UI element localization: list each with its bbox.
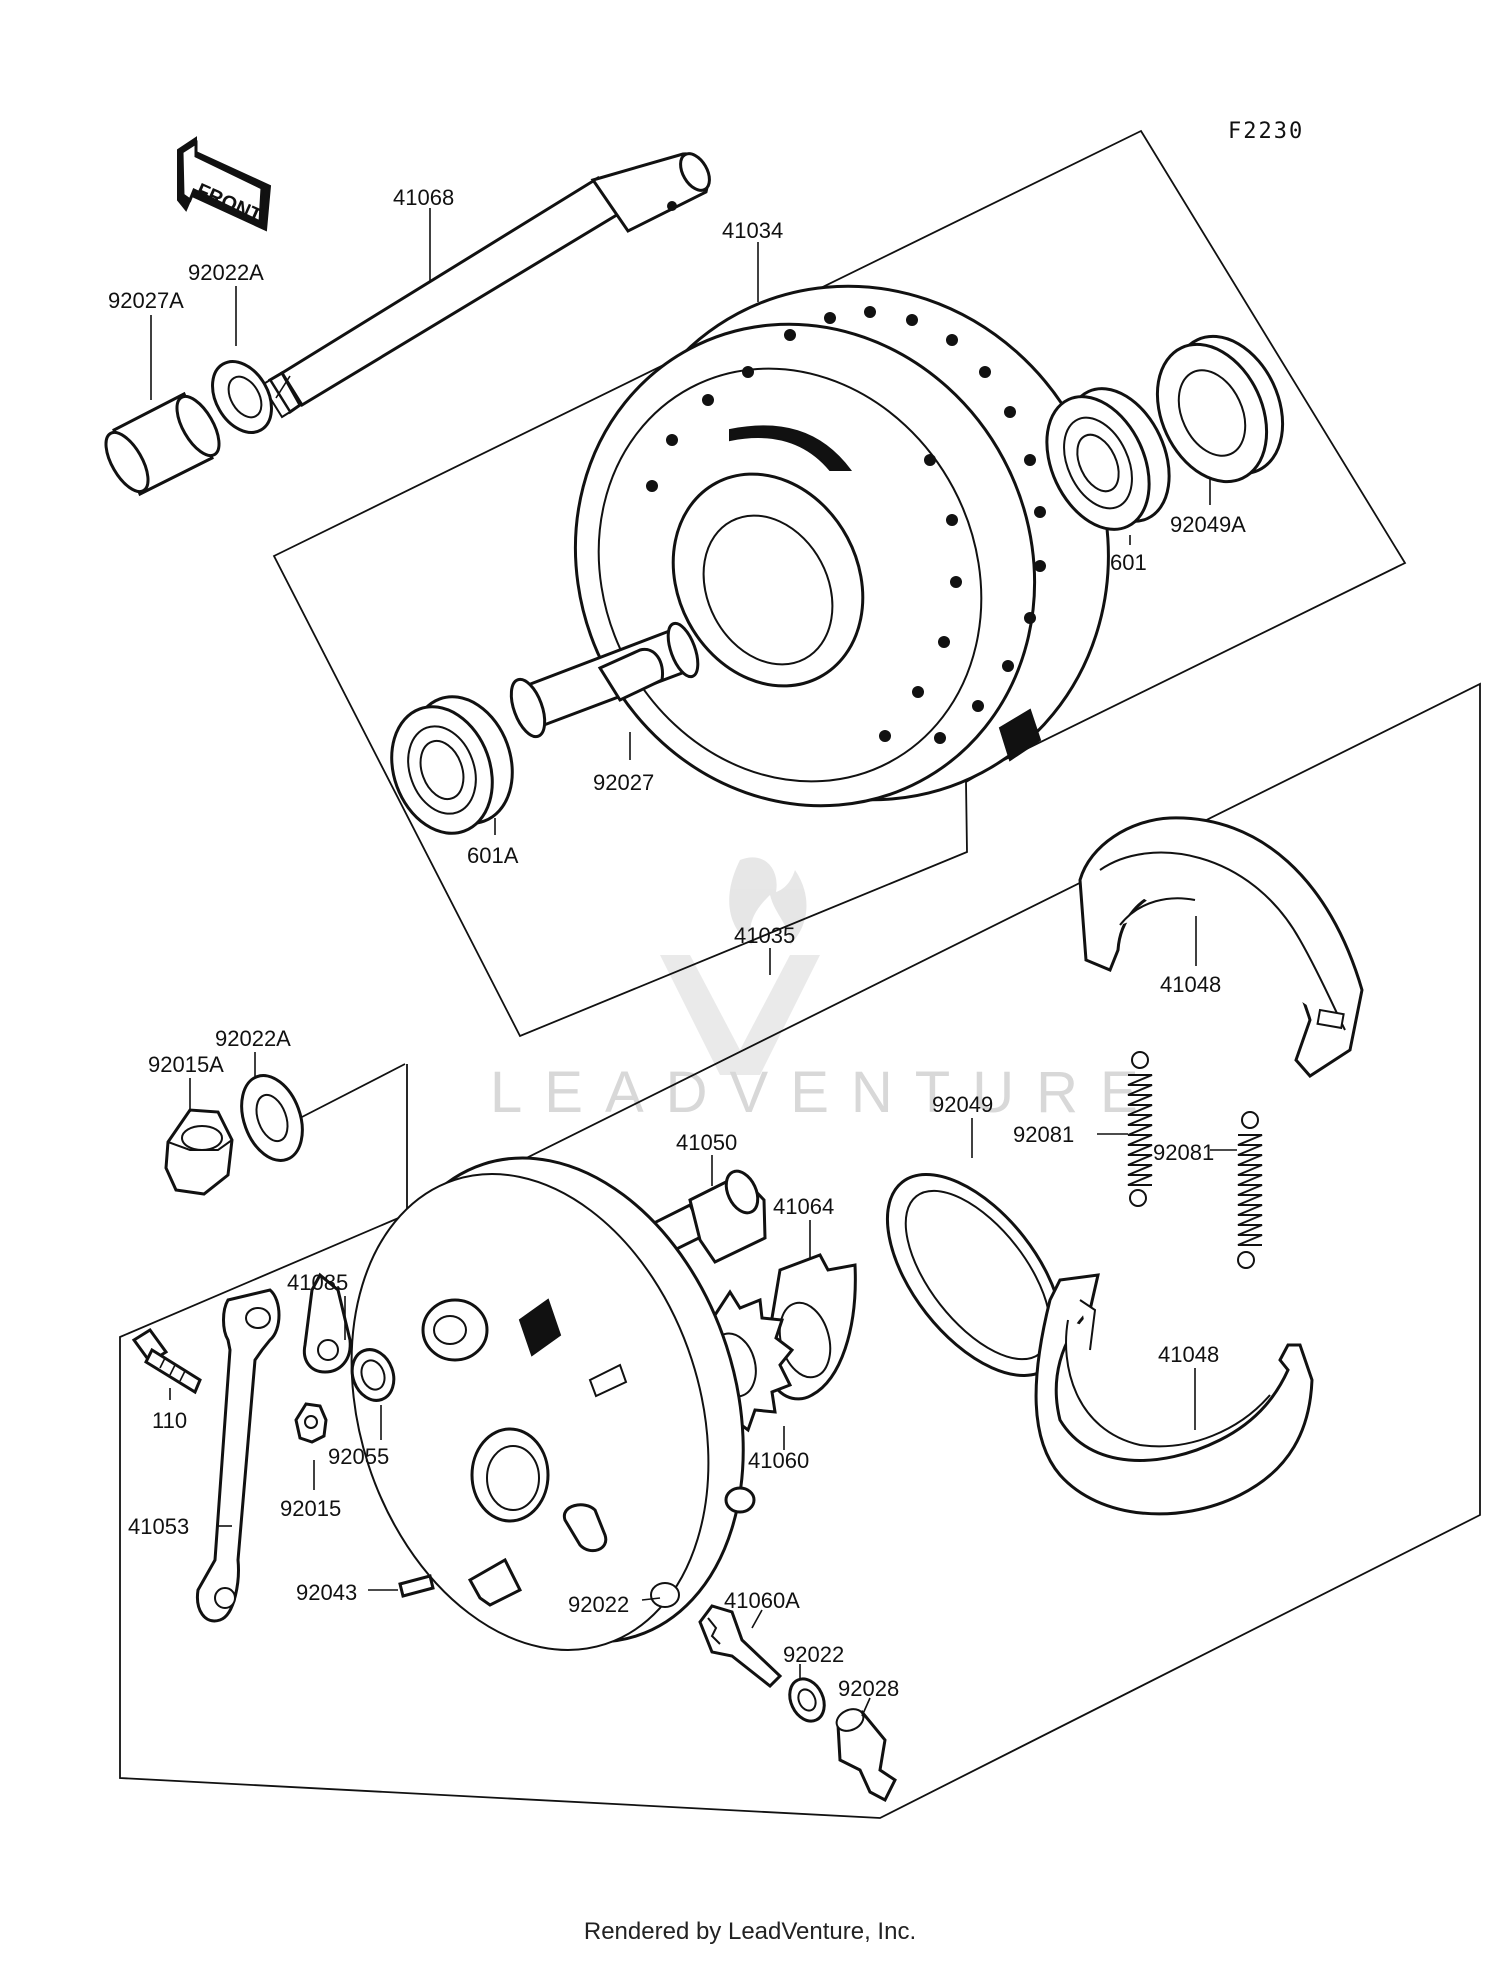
label-92081-right: 92081 xyxy=(1153,1140,1214,1165)
ring-92055 xyxy=(350,1348,396,1402)
label-92022A-top: 92022A xyxy=(188,260,264,285)
figure-code: F2230 xyxy=(1228,119,1304,144)
nut-92015A xyxy=(164,1108,234,1196)
spring-92081-right xyxy=(1237,1111,1263,1269)
pinion-41060A xyxy=(698,1604,783,1689)
washer-92022 xyxy=(788,1677,826,1723)
label-41035: 41035 xyxy=(734,923,795,948)
label-41048-top: 41048 xyxy=(1160,972,1221,997)
nut-dash-line xyxy=(299,1063,406,1119)
hub-spoke-holes xyxy=(646,306,1046,744)
brake-panel xyxy=(350,1156,756,1651)
label-92049: 92049 xyxy=(932,1092,993,1117)
watermark-text: LEADVENTURE xyxy=(490,1060,1161,1125)
label-41050: 41050 xyxy=(676,1130,737,1155)
bearing-601 xyxy=(1045,387,1171,531)
spacer-92027 xyxy=(509,621,700,739)
hub-41034 xyxy=(573,284,1110,808)
axle-41068 xyxy=(260,152,711,419)
brake-shoe-41048-bottom xyxy=(1034,1273,1314,1516)
label-92055: 92055 xyxy=(328,1444,389,1469)
label-601: 601 xyxy=(1110,550,1147,575)
label-41048-bottom: 41048 xyxy=(1158,1342,1219,1367)
footer-credit: Rendered by LeadVenture, Inc. xyxy=(583,1918,917,1945)
label-92027A: 92027A xyxy=(108,288,184,313)
lever-41053 xyxy=(195,1288,281,1623)
label-92049A: 92049A xyxy=(1170,512,1246,537)
bearing-601A xyxy=(390,695,514,835)
label-41060: 41060 xyxy=(748,1448,809,1473)
label-41060A: 41060A xyxy=(724,1588,800,1613)
label-41064: 41064 xyxy=(773,1194,834,1219)
label-92043: 92043 xyxy=(296,1580,357,1605)
washer-92022A-bottom xyxy=(240,1074,304,1162)
seal-92049A xyxy=(1155,334,1285,484)
brake-shoe-41048-top xyxy=(1078,816,1364,1078)
front-arrow-icon: FRONT xyxy=(177,136,272,232)
washer-92022A-top xyxy=(211,360,273,434)
label-41085: 41085 xyxy=(287,1270,348,1295)
label-92022A-bottom: 92022A xyxy=(215,1026,291,1051)
label-92015A: 92015A xyxy=(148,1052,224,1077)
collar-92027A xyxy=(104,391,221,497)
spring-92081-left xyxy=(1127,1051,1153,1207)
pin-92043 xyxy=(398,1574,435,1598)
label-92015: 92015 xyxy=(280,1496,341,1521)
label-92028: 92028 xyxy=(838,1676,899,1701)
label-110: 110 xyxy=(152,1408,187,1433)
nut-92015 xyxy=(294,1402,328,1444)
label-41034: 41034 xyxy=(722,218,783,243)
watermark-logo xyxy=(660,857,820,1075)
label-92022-a: 92022 xyxy=(568,1592,629,1617)
plate-41085 xyxy=(302,1272,352,1374)
label-92081-left: 92081 xyxy=(1013,1122,1074,1147)
part-labels: 41068 41034 92022A 92027A 601 92049A 920… xyxy=(108,185,1246,1701)
leader-lines xyxy=(150,208,1237,1717)
label-41068: 41068 xyxy=(393,185,454,210)
label-92022-b: 92022 xyxy=(783,1642,844,1667)
label-601A: 601A xyxy=(467,843,519,868)
label-41053: 41053 xyxy=(128,1514,189,1539)
bolt-110 xyxy=(131,1327,202,1395)
label-92027: 92027 xyxy=(593,770,654,795)
bushing-92028 xyxy=(835,1708,897,1803)
